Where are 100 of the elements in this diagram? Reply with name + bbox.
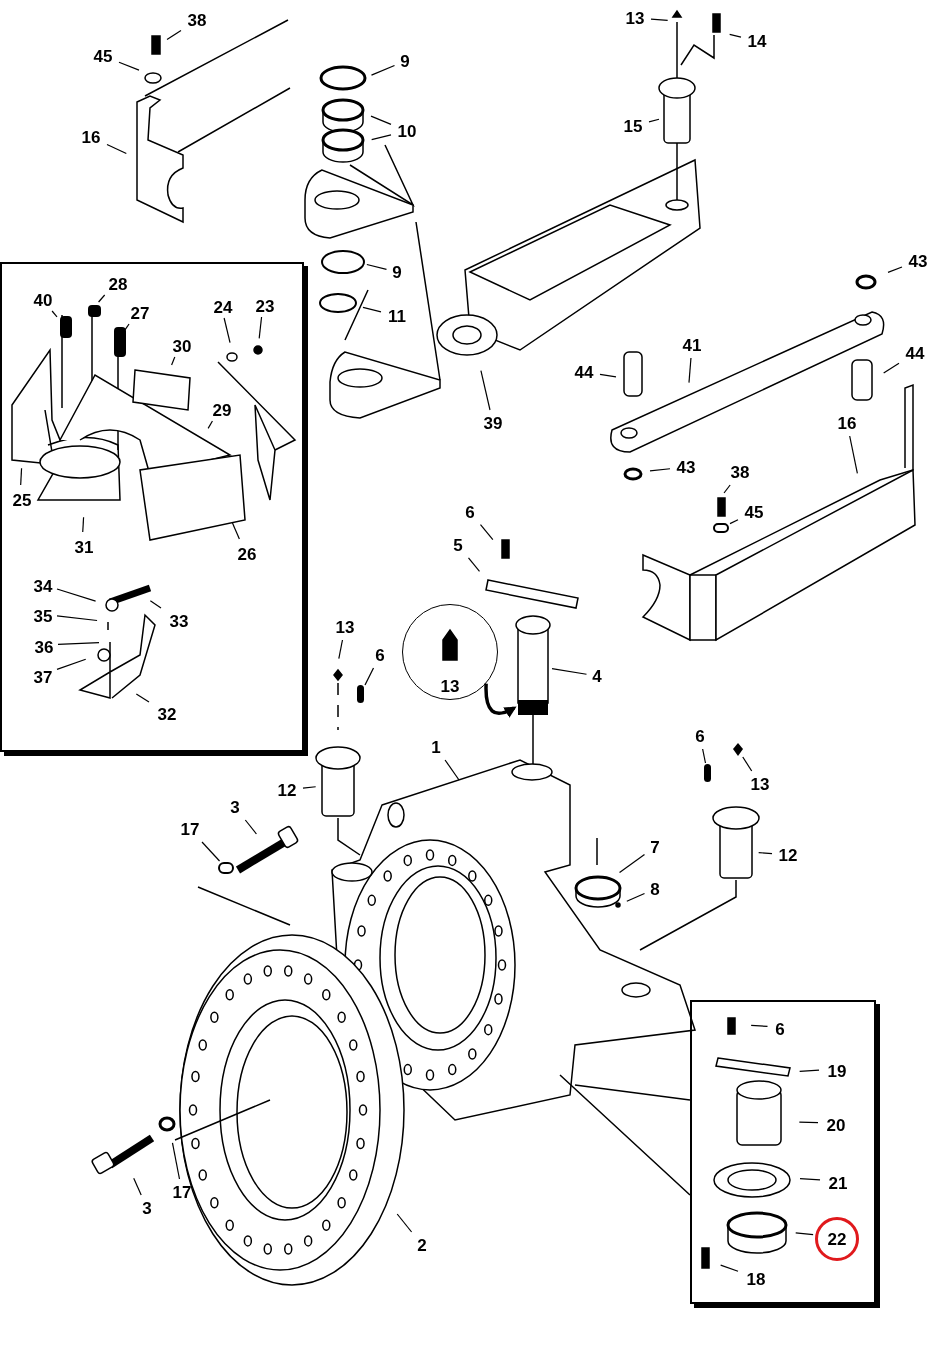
callout-number: 37 [29, 666, 57, 688]
pin-drawing [515, 615, 551, 716]
leader-line [258, 316, 263, 339]
leader-line [371, 134, 392, 141]
leader-line [626, 892, 646, 902]
leader-line [370, 64, 396, 76]
leader-line [171, 356, 176, 366]
leader-line [149, 600, 162, 609]
leader-line [750, 1024, 769, 1027]
callout-number: 43 [904, 250, 932, 272]
leader-line [133, 1177, 142, 1196]
leader-line [118, 61, 140, 71]
bolt-icon [114, 327, 126, 357]
leader-line [742, 756, 753, 772]
leader-line [231, 522, 240, 540]
leader-line [467, 557, 481, 572]
leader-line [166, 29, 182, 41]
washer-icon [218, 862, 234, 874]
callout-number: 9 [396, 50, 414, 72]
leader-line [720, 1264, 739, 1272]
leader-line [480, 370, 491, 411]
leader-line [688, 357, 692, 384]
callout-number: 29 [208, 399, 236, 421]
callout-number: 13 [440, 678, 460, 695]
leader-line [364, 667, 375, 686]
leader-line [887, 266, 903, 273]
callout-number: 6 [461, 501, 479, 523]
leader-line [56, 588, 97, 602]
callout-number: 13 [331, 616, 359, 638]
leader-line [702, 748, 707, 764]
leader-line [723, 484, 731, 494]
leader-line [795, 1232, 814, 1236]
leader-line [51, 310, 58, 318]
callout-number: 24 [209, 296, 237, 318]
callout-number: 6 [771, 1018, 789, 1040]
callout-number: 23 [251, 295, 279, 317]
bolt-icon [60, 316, 72, 338]
callout-number: 41 [678, 334, 706, 356]
callout-number: 44 [570, 361, 598, 383]
callout-number: 12 [774, 844, 802, 866]
callout-number: 38 [726, 461, 754, 483]
leader-line [56, 658, 87, 670]
callout-number: 17 [176, 818, 204, 840]
callout-number: 16 [833, 412, 861, 434]
washer-icon [713, 523, 729, 533]
callout-number: 15 [619, 115, 647, 137]
callout-number: 22 [827, 1230, 847, 1248]
callout-number: 43 [672, 456, 700, 478]
leader-line [366, 263, 388, 270]
leader-line [57, 641, 100, 645]
callout-number: 10 [393, 120, 421, 142]
leader-line [551, 668, 588, 675]
leader-line [171, 1142, 181, 1180]
leader-line [362, 306, 382, 313]
callout-number: 3 [226, 796, 244, 818]
leader-line [370, 115, 392, 125]
leader-line [207, 420, 213, 429]
leader-line [20, 467, 23, 486]
leader-line [201, 841, 221, 862]
curved-arrow [484, 683, 517, 718]
callout-number: 27 [126, 302, 154, 324]
callout-number: 1 [427, 736, 445, 758]
leader-line [98, 294, 106, 303]
leader-line [799, 1069, 820, 1072]
leader-line [798, 1121, 819, 1124]
callout-number: 20 [822, 1114, 850, 1136]
callout-number: 17 [168, 1181, 196, 1203]
leader-line [135, 693, 150, 703]
callout-number: 40 [29, 289, 57, 311]
callout-number: 12 [273, 779, 301, 801]
callout-number: 35 [29, 605, 57, 627]
bolt-icon [88, 305, 101, 317]
callout-number: 25 [8, 489, 36, 511]
leader-line [618, 853, 646, 873]
callout-number: 28 [104, 273, 132, 295]
callout-number: 18 [742, 1268, 770, 1290]
leader-line [649, 468, 671, 472]
leader-line [82, 516, 85, 533]
leader-line [883, 362, 900, 374]
callout-number: 6 [371, 644, 389, 666]
leader-line [244, 819, 258, 835]
leader-line [479, 524, 494, 541]
callout-number: 11 [383, 305, 411, 327]
callout-number: 34 [29, 575, 57, 597]
callout-number: 32 [153, 703, 181, 725]
callout-number: 38 [183, 9, 211, 31]
callout-number: 21 [824, 1172, 852, 1194]
callout-number: 44 [901, 342, 929, 364]
callout-number: 9 [388, 261, 406, 283]
callout-number: 4 [588, 665, 606, 687]
callout-number: 7 [646, 836, 664, 858]
callout-number: 31 [70, 536, 98, 558]
leader-line [799, 1178, 821, 1181]
callout-number: 16 [77, 126, 105, 148]
leader-line [648, 118, 660, 123]
leader-line [302, 786, 317, 789]
callout-number: 19 [823, 1060, 851, 1082]
callout-number: 2 [413, 1234, 431, 1256]
leader-line [223, 317, 231, 344]
leader-line [650, 18, 669, 21]
